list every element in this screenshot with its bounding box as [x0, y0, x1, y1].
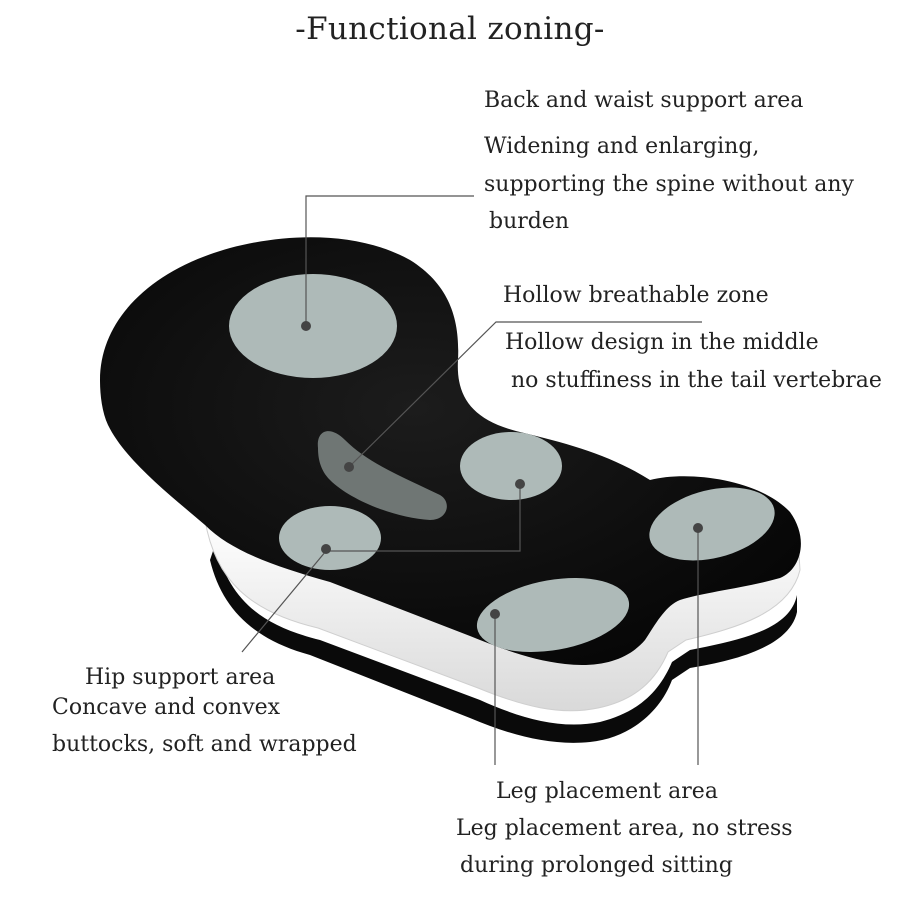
- leg-zone-left: [476, 578, 630, 652]
- leader-line-hip: [241, 484, 521, 653]
- hollow-zone: [317, 431, 447, 520]
- leader-lines: [241, 195, 702, 765]
- back-waist-line-3: burden: [489, 209, 570, 234]
- back-waist-line-2: supporting the spine without any: [484, 172, 854, 197]
- hip-line-1: Concave and convex: [52, 695, 281, 720]
- cushion-base: [210, 545, 797, 743]
- hip-heading: Hip support area: [85, 665, 276, 690]
- leg-line-2: during prolonged sitting: [460, 853, 733, 878]
- diagram-title: -Functional zoning-: [295, 11, 605, 47]
- hollow-line-1: Hollow design in the middle: [505, 330, 819, 355]
- hip-zone-right: [460, 432, 562, 500]
- hip-zone-left: [279, 506, 381, 570]
- dot-hip-right: [515, 479, 525, 489]
- hollow-heading: Hollow breathable zone: [503, 283, 769, 308]
- back-waist-line-1: Widening and enlarging,: [484, 134, 760, 159]
- leader-dots: [301, 321, 703, 619]
- hip-line-2: buttocks, soft and wrapped: [52, 732, 357, 757]
- dot-back: [301, 321, 311, 331]
- leader-line-back: [305, 195, 474, 326]
- leg-heading: Leg placement area: [496, 779, 718, 804]
- dot-leg-left: [490, 609, 500, 619]
- dot-leg-right: [693, 523, 703, 533]
- back-waist-heading: Back and waist support area: [484, 88, 804, 113]
- hollow-line-2: no stuffiness in the tail vertebrae: [511, 368, 882, 393]
- leg-zone-right: [649, 487, 775, 561]
- leader-line-hollow: [348, 321, 702, 468]
- dot-hollow: [344, 462, 354, 472]
- dot-hip-left: [321, 544, 331, 554]
- back-waist-zone: [229, 274, 397, 378]
- leg-line-1: Leg placement area, no stress: [456, 816, 793, 841]
